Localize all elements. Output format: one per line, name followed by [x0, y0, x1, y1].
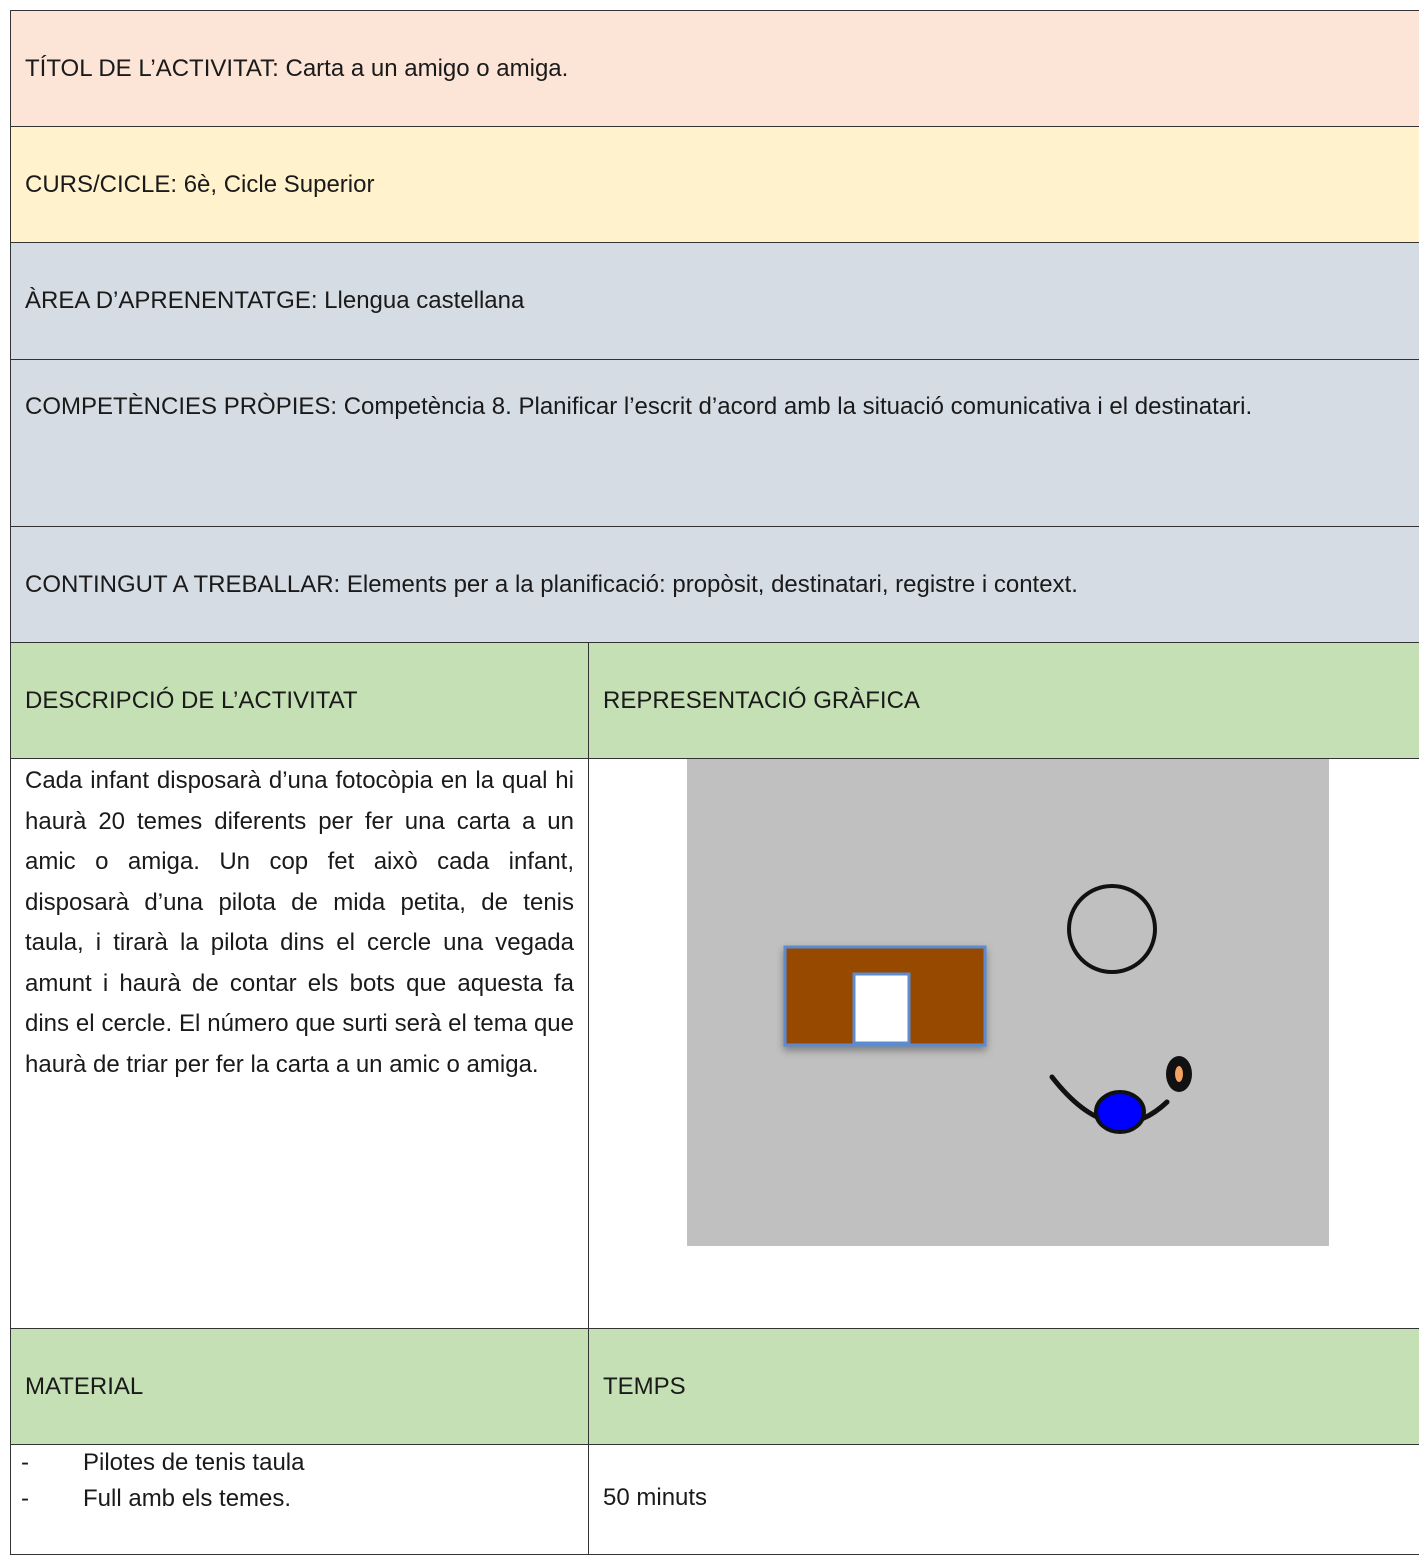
description-cell: Cada infant disposarà d’una fotocòpia en… — [11, 759, 589, 1328]
graphic-header-cell: REPRESENTACIÓ GRÀFICA — [589, 643, 1419, 758]
description-text: Cada infant disposarà d’una fotocòpia en… — [25, 767, 574, 1078]
activity-sheet: TÍTOL DE L’ACTIVITAT: Carta a un amigo o… — [10, 10, 1419, 1555]
section-header-row: DESCRIPCIÓ DE L’ACTIVITAT REPRESENTACIÓ … — [11, 643, 1419, 759]
material-cell: - Pilotes de tenis taula - Full amb els … — [11, 1445, 589, 1554]
competencies-row: COMPETÈNCIES PRÒPIES: Competència 8. Pla… — [11, 360, 1419, 527]
course-row: CURS/CICLE: 6è, Cicle Superior — [11, 127, 1419, 243]
description-header: DESCRIPCIÓ DE L’ACTIVITAT — [25, 687, 358, 714]
graphic-cell — [589, 759, 1419, 1328]
time-header-cell: TEMPS — [589, 1329, 1419, 1444]
content-text: CONTINGUT A TREBALLAR: Elements per a la… — [25, 571, 1078, 598]
graphic-figure — [687, 759, 1329, 1246]
list-item: - Pilotes de tenis taula — [21, 1445, 574, 1481]
activity-title: TÍTOL DE L’ACTIVITAT: Carta a un amigo o… — [25, 55, 569, 82]
material-header-row: MATERIAL TEMPS — [11, 1329, 1419, 1445]
area-row: ÀREA D’APRENENTATGE: Llengua castellana — [11, 243, 1419, 360]
player-icon — [1049, 1056, 1192, 1134]
description-row: Cada infant disposarà d’una fotocòpia en… — [11, 759, 1419, 1329]
time-value: 50 minuts — [603, 1484, 708, 1511]
content-row: CONTINGUT A TREBALLAR: Elements per a la… — [11, 527, 1419, 643]
material-header: MATERIAL — [25, 1373, 144, 1400]
graphic-header: REPRESENTACIÓ GRÀFICA — [603, 687, 920, 714]
material-list: - Pilotes de tenis taula - Full amb els … — [21, 1445, 574, 1517]
list-item-text: Pilotes de tenis taula — [83, 1449, 305, 1476]
time-header: TEMPS — [603, 1373, 686, 1400]
learning-area: ÀREA D’APRENENTATGE: Llengua castellana — [25, 287, 525, 314]
list-item: - Full amb els temes. — [21, 1481, 574, 1517]
hoop-icon — [1067, 884, 1157, 974]
material-row: - Pilotes de tenis taula - Full amb els … — [11, 1445, 1419, 1555]
table-icon — [783, 945, 987, 1047]
course-cycle: CURS/CICLE: 6è, Cicle Superior — [25, 171, 375, 198]
title-row: TÍTOL DE L’ACTIVITAT: Carta a un amigo o… — [11, 11, 1419, 127]
competencies-text: COMPETÈNCIES PRÒPIES: Competència 8. Pla… — [25, 393, 1253, 420]
time-cell: 50 minuts — [589, 1445, 1419, 1554]
list-item-text: Full amb els temes. — [83, 1485, 292, 1512]
description-header-cell: DESCRIPCIÓ DE L’ACTIVITAT — [11, 643, 589, 758]
material-header-cell: MATERIAL — [11, 1329, 589, 1444]
graphic-svg — [783, 884, 1192, 1134]
list-bullet: - — [21, 1449, 29, 1476]
list-bullet: - — [21, 1485, 29, 1512]
